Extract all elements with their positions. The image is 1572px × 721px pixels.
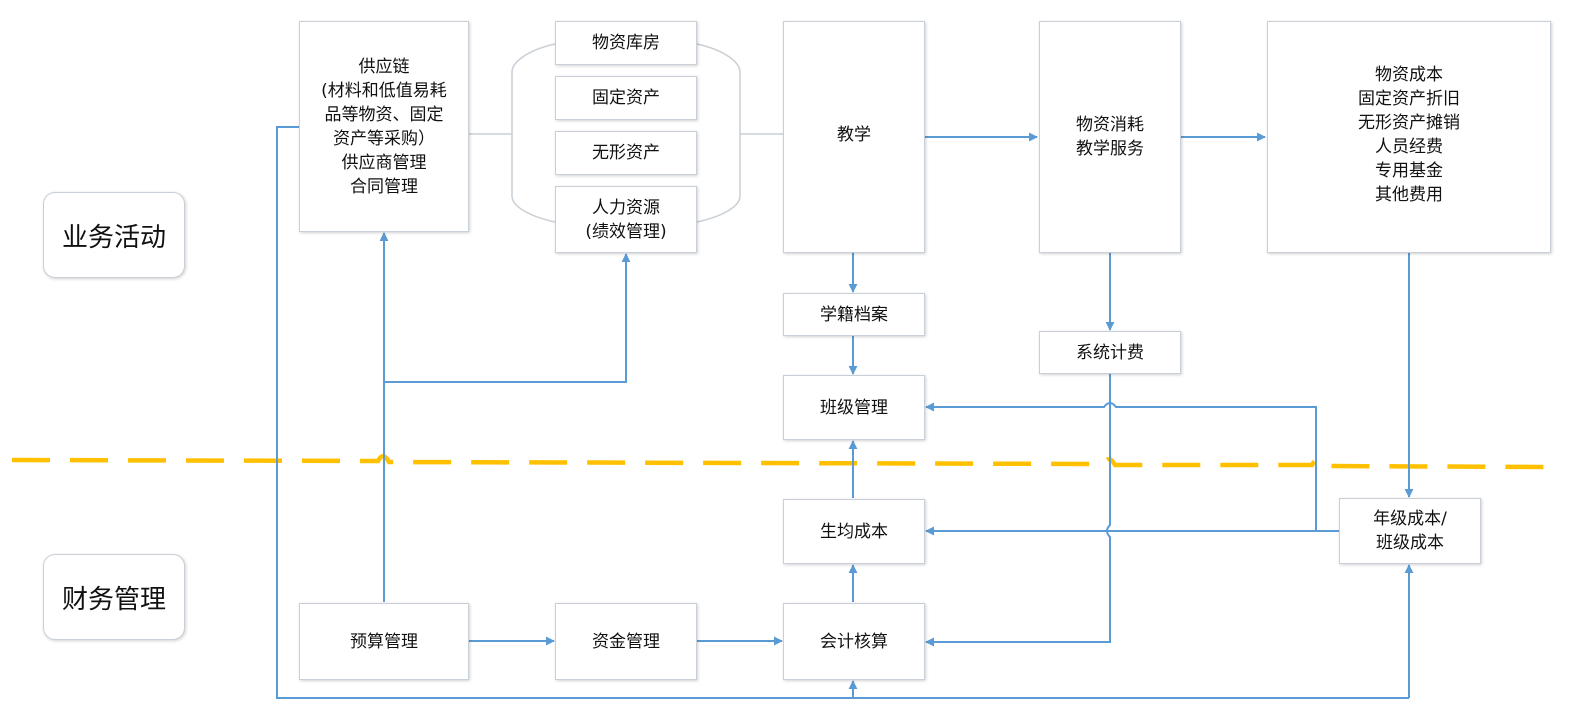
supply-chain-line: (材料和低值易耗 [321,80,447,101]
cost-item: 人员经费 [1375,137,1443,157]
per-student-cost-box: 生均成本 [783,499,925,564]
supply-chain-line: 合同管理 [350,176,418,197]
arrow-grade-class [925,402,1339,532]
cost-item: 无形资产摊销 [1358,113,1460,133]
supply-chain-line: 资产等采购） [333,128,435,149]
student-records-box: 学籍档案 [783,293,925,336]
hr-line: (绩效管理) [585,221,667,242]
arrow-billing-accounting [925,374,1111,647]
budget-management-box: 预算管理 [299,603,469,680]
fixed-assets-box: 固定资产 [555,76,697,120]
warehouse-box: 物资库房 [555,21,697,65]
cost-item: 固定资产折旧 [1358,89,1460,109]
class-management-box: 班级管理 [783,375,925,440]
consumption-box: 物资消耗 教学服务 [1039,21,1181,253]
connector-supply-outer-loop [276,126,1409,699]
consumption-line: 物资消耗 [1076,115,1144,135]
cost-item: 物资成本 [1375,65,1443,85]
cost-item: 其他费用 [1375,185,1443,205]
supply-chain-line: 供应商管理 [341,152,427,173]
supply-chain-line: 供应链 [358,56,410,77]
hr-line: 人力资源 [592,197,660,218]
costs-box: 物资成本 固定资产折旧 无形资产摊销 人员经费 专用基金 其他费用 [1267,21,1551,253]
grade-class-cost-box: 年级成本/ 班级成本 [1339,498,1481,564]
intangible-assets-box: 无形资产 [555,131,697,175]
section-financial-management: 财务管理 [43,554,185,640]
section-business-activities: 业务活动 [43,192,185,278]
supply-chain-line: 品等物资、固定 [324,104,444,125]
human-resources-box: 人力资源 (绩效管理) [555,186,697,253]
cost-item: 专用基金 [1375,161,1443,181]
consumption-line: 教学服务 [1076,139,1144,159]
grade-cost-line: 年级成本/ [1373,509,1447,529]
system-billing-box: 系统计费 [1039,331,1181,374]
supply-chain-box: 供应链 (材料和低值易耗 品等物资、固定 资产等采购） 供应商管理 合同管理 [299,21,469,232]
teaching-box: 教学 [783,21,925,253]
arrow-budget-hr [384,253,631,383]
accounting-box: 会计核算 [783,603,925,680]
grade-cost-line: 班级成本 [1376,533,1444,553]
funds-management-box: 资金管理 [555,603,697,680]
